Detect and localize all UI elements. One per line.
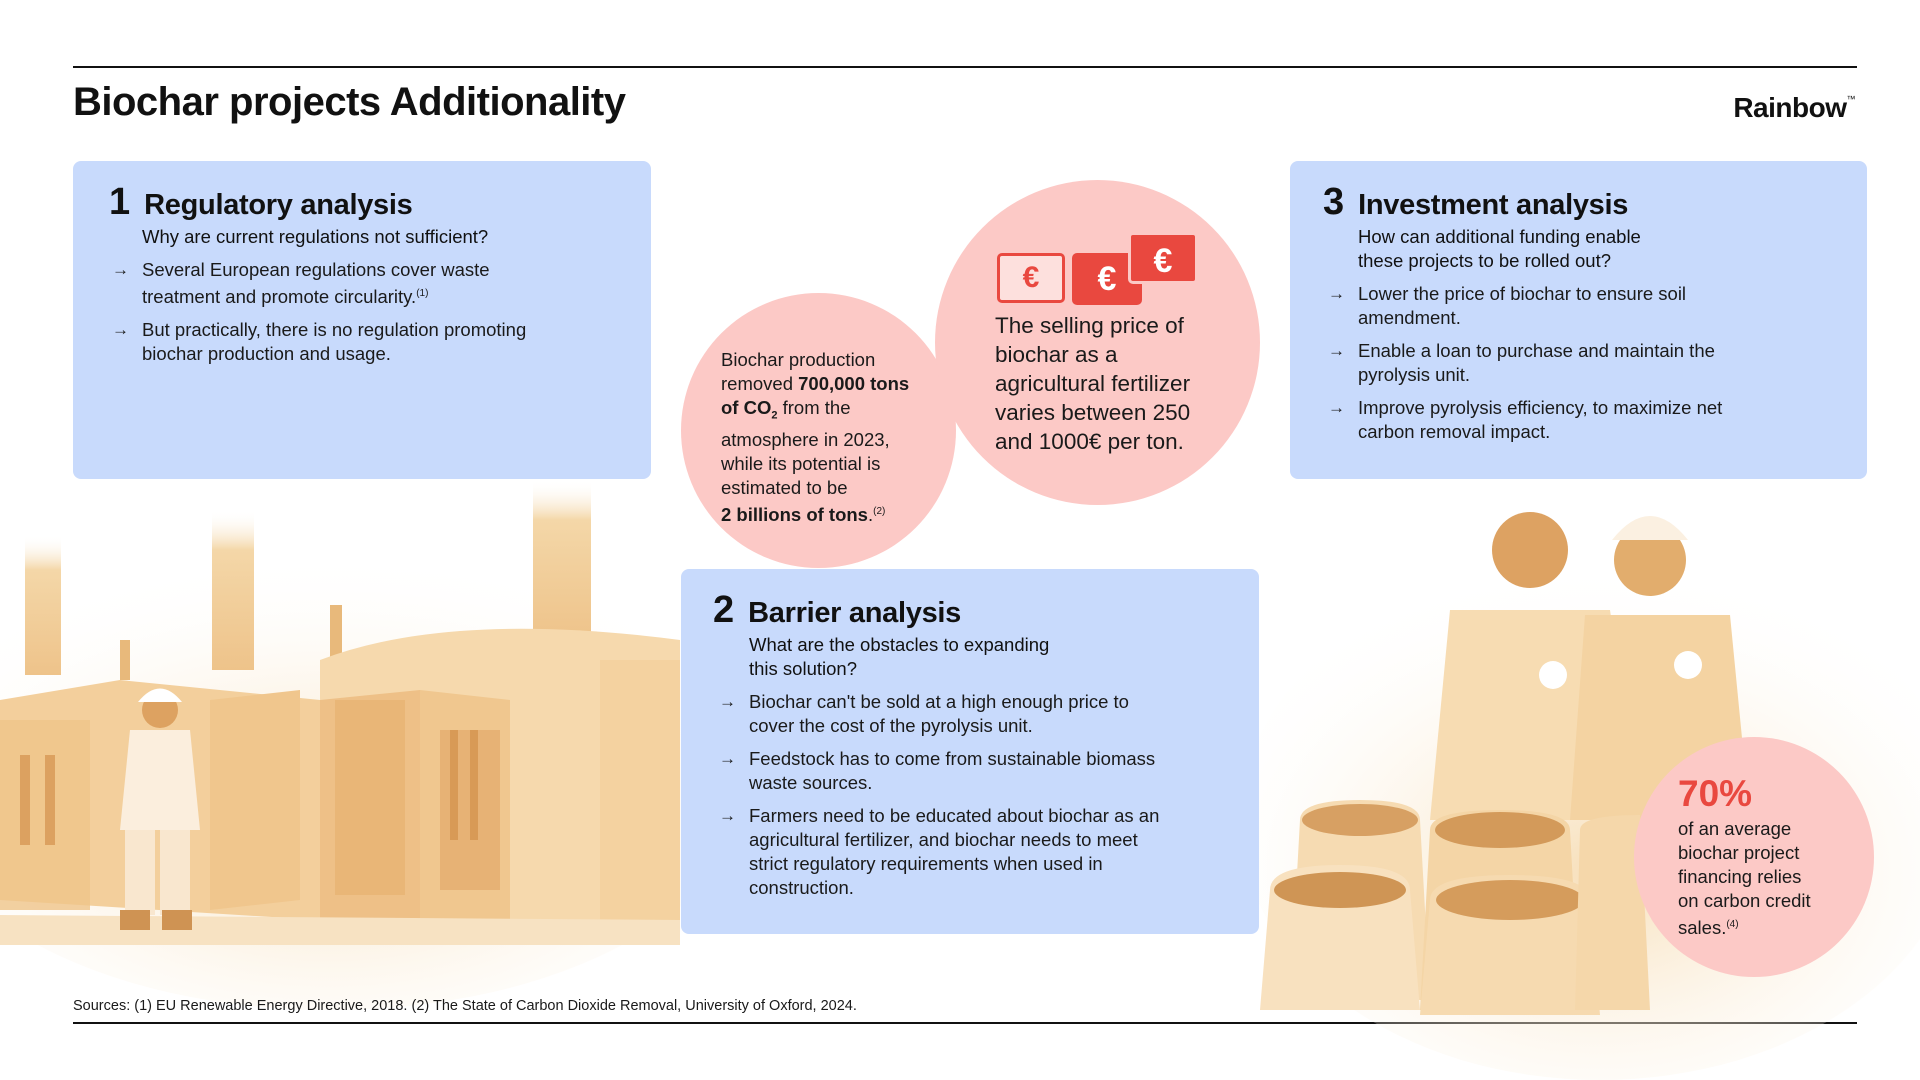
list-item: →Lower the price of biochar to ensure so… — [1328, 283, 1687, 328]
production-stat-text: Biochar production removed 700,000 tons … — [721, 349, 910, 525]
financing-percent: 70% — [1678, 773, 1753, 814]
arrow-right-icon: → — [1328, 398, 1345, 417]
page-title: Biochar projects Additionality — [73, 80, 626, 124]
price-stat-text: The selling price of biochar as a agricu… — [995, 313, 1191, 454]
regulatory-analysis-panel: 1 Regulatory analysis Why are current re… — [73, 161, 651, 479]
sources-footnote: Sources: (1) EU Renewable Energy Directi… — [73, 998, 857, 1014]
arrow-right-icon: → — [1328, 284, 1345, 303]
panel-number: 3 — [1323, 181, 1345, 223]
euro-icon: € — [1128, 232, 1198, 284]
arrow-right-icon: → — [112, 260, 129, 279]
brand-logo: Rainbow™ — [1733, 92, 1855, 123]
panel-title: Barrier analysis — [748, 597, 961, 629]
panel-question: Why are current regulations not sufficie… — [142, 226, 489, 247]
arrow-right-icon: → — [719, 806, 736, 825]
investment-analysis-panel: 3 Investment analysis How can additional… — [1290, 161, 1867, 479]
arrow-right-icon: → — [719, 692, 736, 711]
arrow-right-icon: → — [719, 749, 736, 768]
list-item: →Improve pyrolysis efficiency, to maximi… — [1328, 397, 1723, 442]
panel-title: Investment analysis — [1358, 189, 1629, 221]
bottom-rule — [73, 1022, 1857, 1024]
financing-stat-circle: 70% of an average biochar project financ… — [1634, 737, 1874, 977]
list-item: →Biochar can't be sold at a high enough … — [719, 691, 1129, 736]
regulatory-bullets: →Several European regulations cover wast… — [112, 258, 552, 375]
top-rule — [73, 66, 1857, 68]
arrow-right-icon: → — [1328, 341, 1345, 360]
euro-icon: € — [997, 253, 1065, 303]
barrier-bullets: →Biochar can't be sold at a high enough … — [719, 690, 1179, 909]
list-item: →But practically, there is no regulation… — [112, 319, 527, 365]
panel-number: 2 — [713, 589, 735, 631]
panel-title: Regulatory analysis — [144, 189, 413, 221]
panel-number: 1 — [109, 181, 131, 223]
price-stat-circle: € € € The selling price of biochar as a … — [935, 180, 1260, 505]
list-item: →Farmers need to be educated about bioch… — [719, 805, 1160, 898]
list-item: →Enable a loan to purchase and maintain … — [1328, 340, 1715, 385]
factory-illustration — [0, 480, 750, 1010]
production-stat-circle: Biochar production removed 700,000 tons … — [681, 293, 956, 568]
barrier-analysis-panel: 2 Barrier analysis What are the obstacle… — [681, 569, 1259, 934]
arrow-right-icon: → — [112, 320, 129, 340]
financing-stat-text: of an average biochar project financing … — [1678, 818, 1811, 939]
list-item: →Feedstock has to come from sustainable … — [719, 748, 1156, 793]
investment-bullets: →Lower the price of biochar to ensure so… — [1328, 282, 1768, 453]
list-item: →Several European regulations cover wast… — [112, 259, 490, 308]
